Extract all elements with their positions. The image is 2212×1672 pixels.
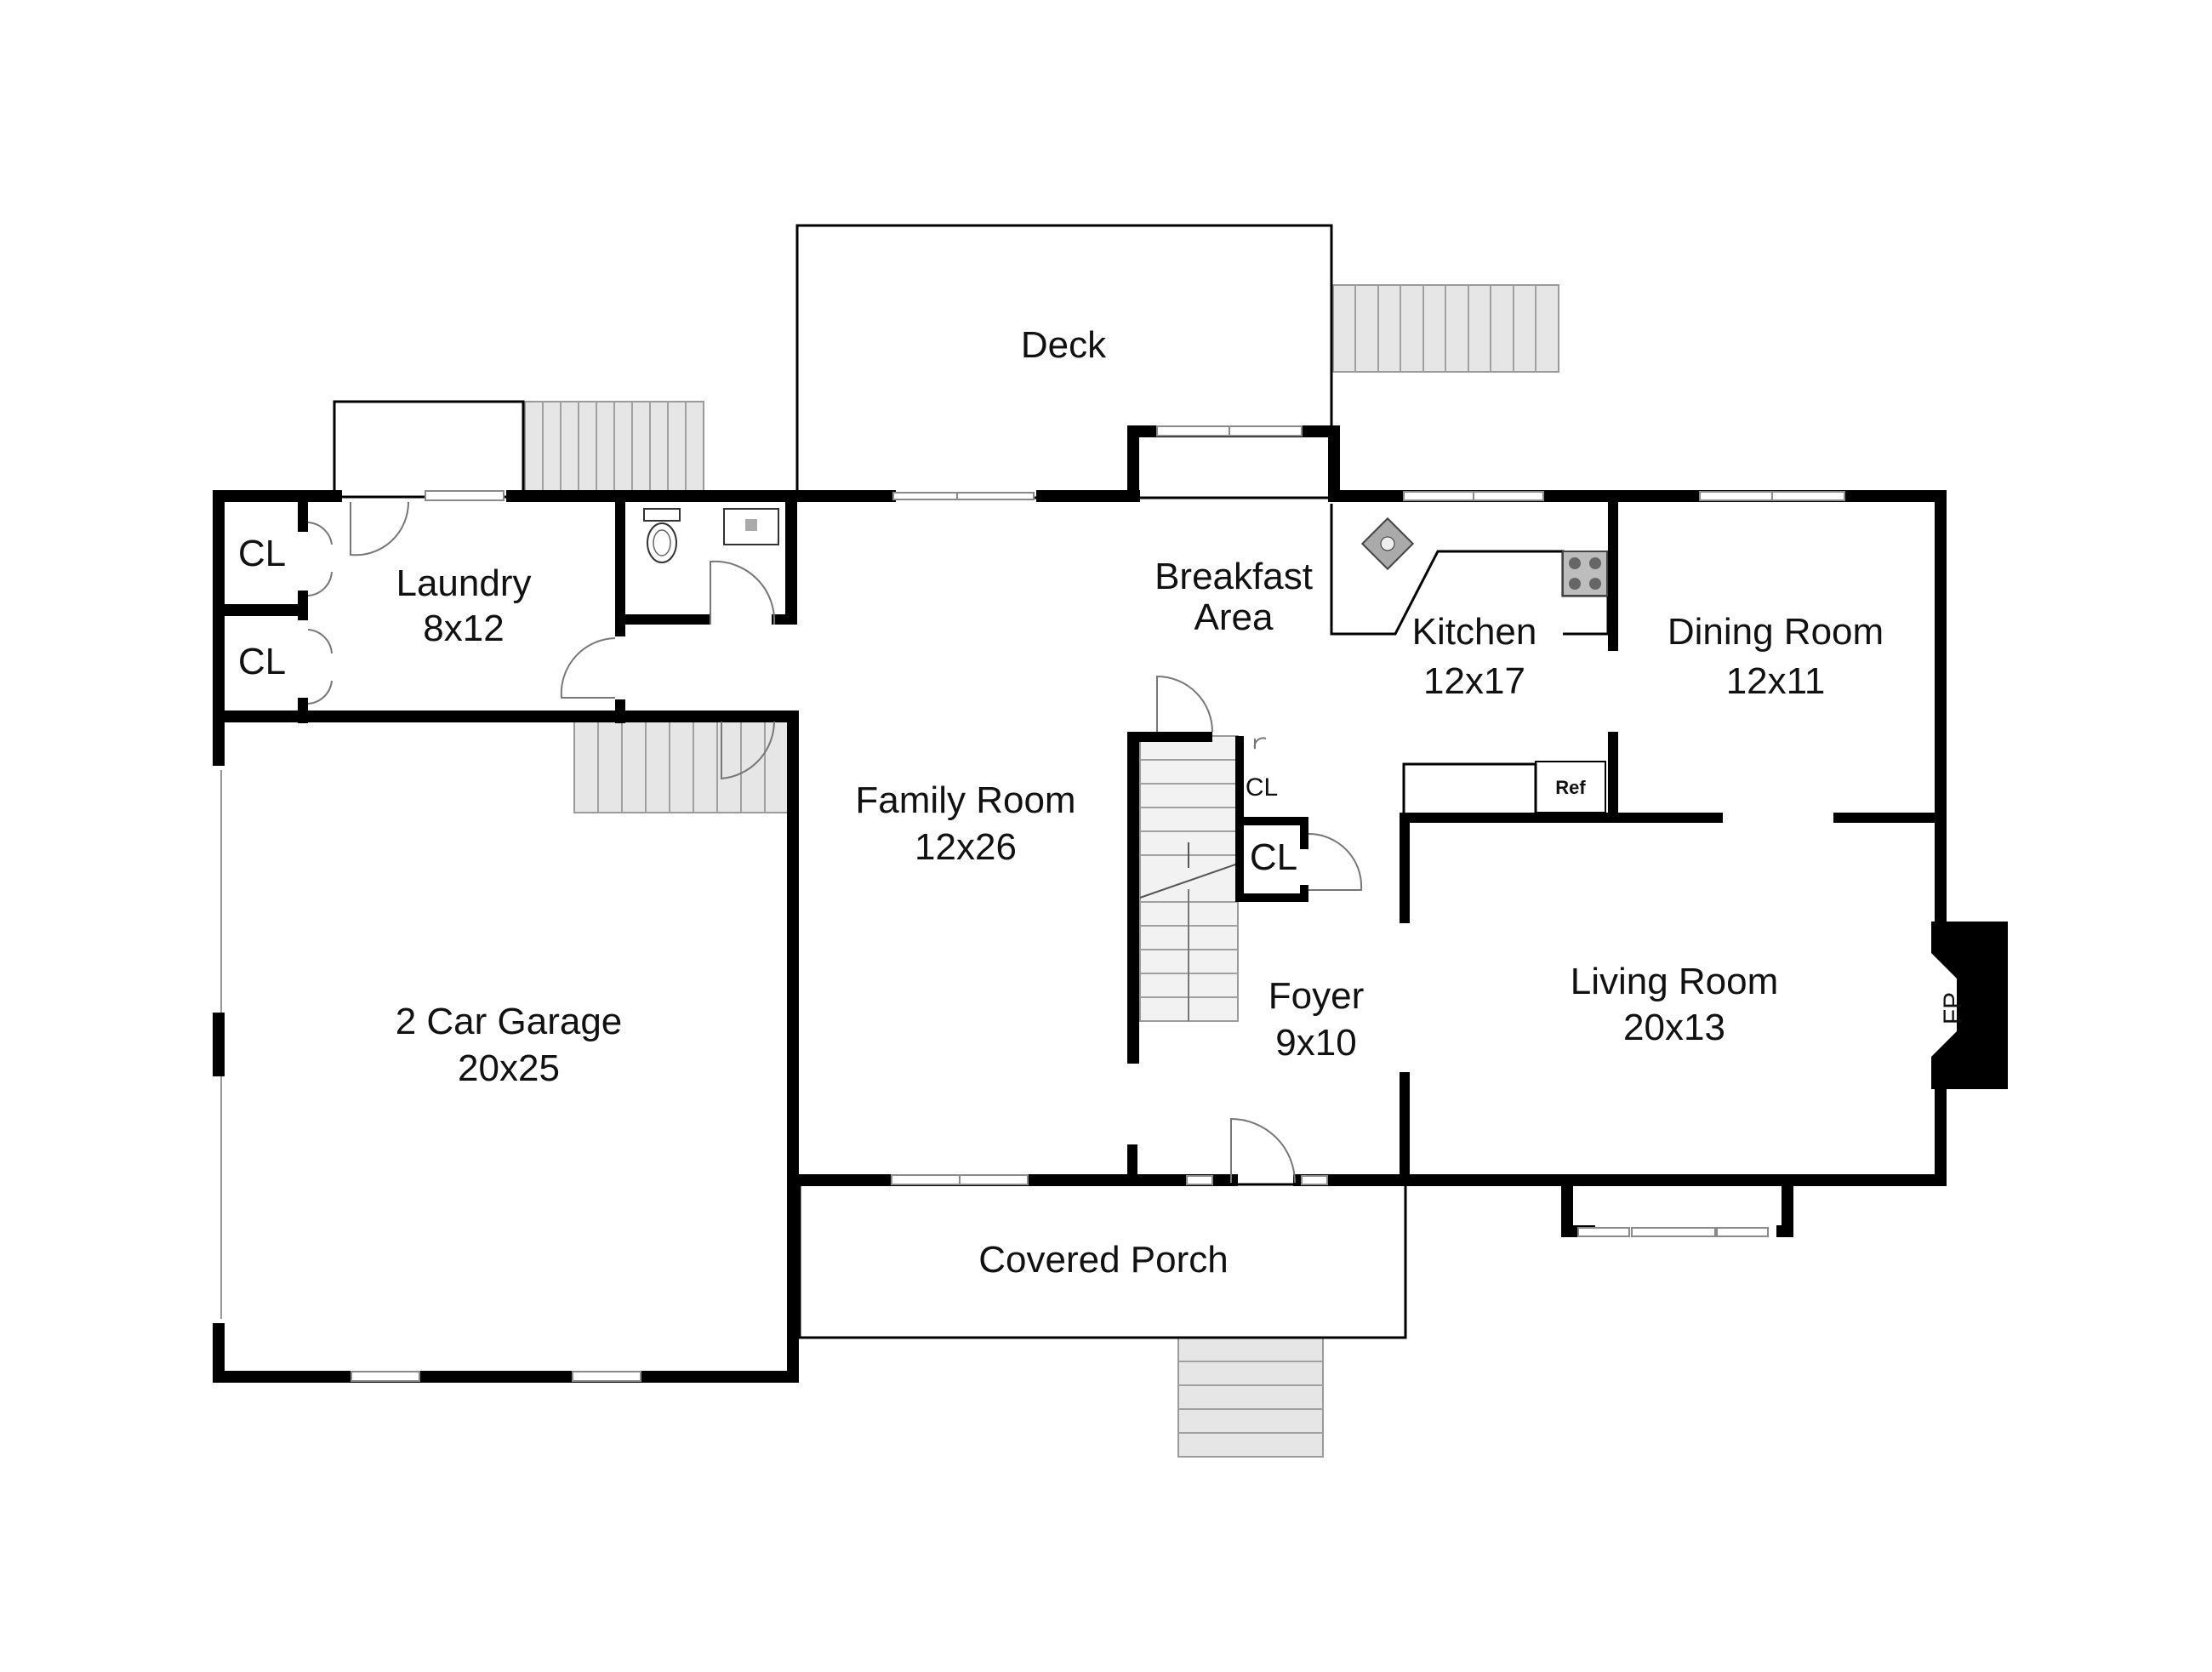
living-size: 20x13 [1623,1007,1725,1048]
windows [351,425,1845,1382]
kitchen-sink-icon [1360,516,1415,571]
garage-label: 2 Car Garage [396,1001,623,1042]
porch-stairs [1177,1337,1324,1458]
laundry-label: Laundry [396,562,531,604]
garage-stairs [573,718,792,813]
fireplace-label: FP [1939,992,1967,1024]
foyer-size: 9x10 [1275,1022,1356,1064]
doors [307,501,1363,1184]
deck-stairs [1332,284,1559,373]
breakfast-label-2: Area [1194,596,1274,638]
garage-size: 20x25 [458,1047,560,1089]
laundry-exterior-stairs [524,401,704,494]
sink-icon [723,508,779,545]
dining-size: 12x11 [1726,660,1826,702]
laundry-landing-outline [333,400,525,499]
living-label: Living Room [1571,961,1779,1002]
living-counter [1402,762,1537,817]
laundry-size: 8x12 [423,608,504,649]
kitchen-size: 12x17 [1423,660,1525,702]
closet-label: CL [238,641,286,682]
toilet-icon [643,508,681,563]
porch-label: Covered Porch [978,1239,1228,1281]
closet-label: CL [238,533,286,574]
stove-icon [1562,551,1608,596]
foyer-label: Foyer [1268,975,1364,1017]
breakfast-label: Breakfast [1154,556,1313,597]
family-label: Family Room [855,779,1075,821]
interior-staircase [1139,735,1239,1022]
closet-label-small: CL [1246,773,1278,802]
dining-label: Dining Room [1668,611,1884,653]
refrigerator [1535,761,1606,813]
closet-label: CL [1250,836,1297,878]
deck-label: Deck [1021,324,1107,366]
refrigerator-label: Ref [1555,777,1586,798]
fireplace-hearth [1931,953,1957,1057]
family-size: 12x26 [915,826,1017,868]
kitchen-label: Kitchen [1412,611,1537,653]
